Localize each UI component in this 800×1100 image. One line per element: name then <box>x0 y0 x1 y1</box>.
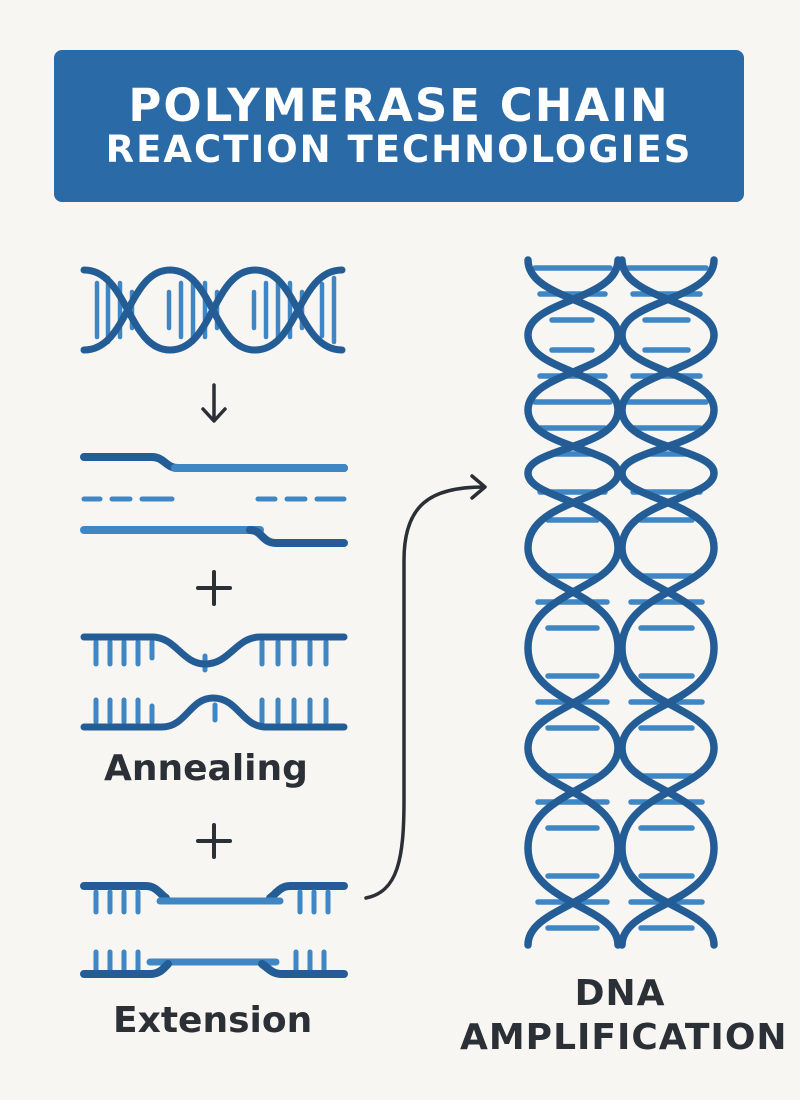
title-line-2: REACTION TECHNOLOGIES <box>105 128 693 172</box>
arrow-down-icon <box>201 383 227 423</box>
extension-label: Extension <box>113 1000 313 1041</box>
amplification-line-1: DNA <box>574 973 666 1014</box>
dna-amplification-label: DNA AMPLIFICATION <box>460 972 788 1060</box>
amplified-dna-icon <box>524 256 718 949</box>
title-banner: POLYMERASE CHAIN REACTION TECHNOLOGIES <box>54 50 744 202</box>
amplification-line-2: AMPLIFICATION <box>460 1016 788 1058</box>
title-line-1: POLYMERASE CHAIN <box>128 78 670 132</box>
plus-icon <box>196 823 232 859</box>
annealing-label: Annealing <box>104 748 308 789</box>
curved-arrow-icon <box>364 474 487 900</box>
extension-strands <box>80 882 348 978</box>
annealing-strands <box>80 633 348 731</box>
plus-icon <box>196 570 232 606</box>
dna-double-helix-icon <box>80 266 346 354</box>
denatured-strands <box>80 453 348 547</box>
